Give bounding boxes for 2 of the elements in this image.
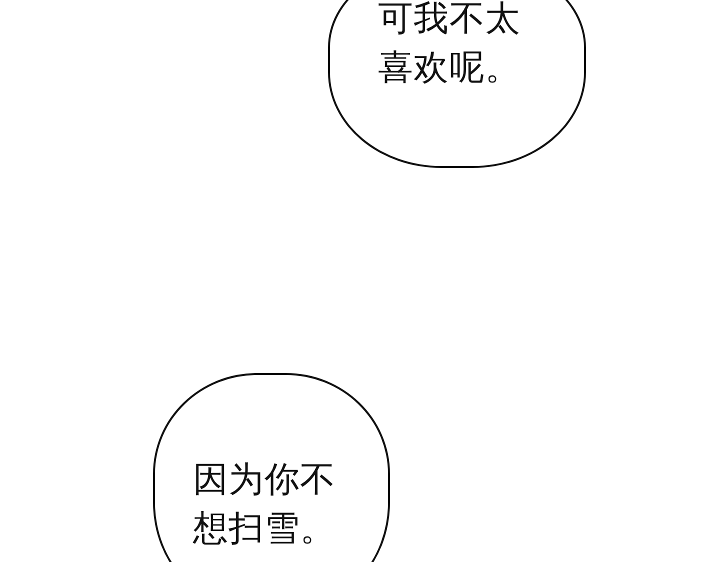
dialogue-text: 可我不太喜欢呢。 xyxy=(378,0,522,90)
dialogue-text: 因为你不想扫雪。 xyxy=(193,459,337,551)
